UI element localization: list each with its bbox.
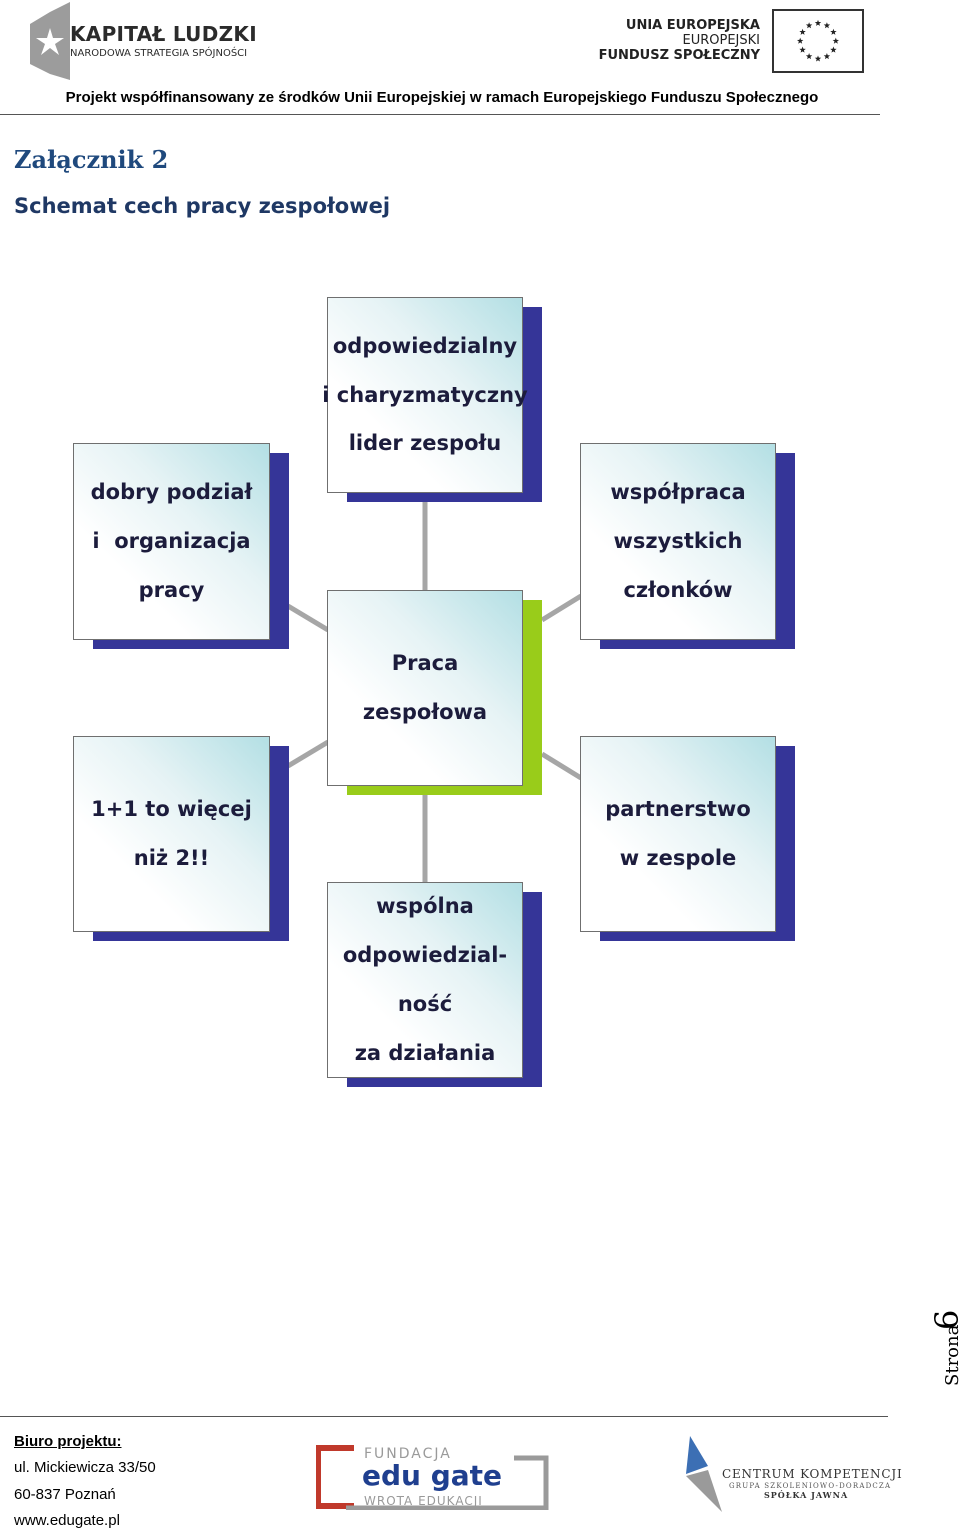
edugate-name: edu gate xyxy=(362,1459,503,1492)
office-website: www.edugate.pl xyxy=(14,1512,120,1529)
node-bottom-right: partnerstwo w zespole xyxy=(580,736,776,932)
eu-fund-label: UNIA EUROPEJSKA EUROPEJSKI FUNDUSZ SPOŁE… xyxy=(599,18,760,63)
centrum-kompetencji-sub2: SPÓŁKA JAWNA xyxy=(764,1490,849,1500)
node-center: Praca zespołowa xyxy=(327,590,523,786)
attachment-subtitle: Schemat cech pracy zespołowej xyxy=(14,194,391,218)
node-center-line-1: Praca xyxy=(391,651,459,676)
office-street: ul. Mickiewicza 33/50 xyxy=(14,1459,156,1476)
kapital-ludzki-logo xyxy=(30,2,70,80)
node-bottom-left-line-2: niż 2!! xyxy=(133,846,210,870)
office-label: Biuro projektu: xyxy=(14,1433,122,1450)
header-divider xyxy=(0,114,880,115)
eu-star-icon xyxy=(832,37,840,44)
node-top-left-line-3: pracy xyxy=(138,577,205,602)
node-bottom-line-4: za działania xyxy=(354,1040,496,1065)
centrum-kompetencji-emblem-icon xyxy=(686,1436,722,1512)
node-bottom-left: 1+1 to więcej niż 2!! xyxy=(73,736,270,932)
eu-star-icon xyxy=(814,19,822,26)
node-top-left-line-1: dobry podział xyxy=(90,480,253,505)
kapital-ludzki-subtitle: NARODOWA STRATEGIA SPÓJNOŚCI xyxy=(70,48,248,59)
node-bottom-line-1: wspólna xyxy=(376,894,474,919)
node-top-left-line-2: i organizacja xyxy=(92,529,251,554)
node-top-left: dobry podział i organizacja pracy xyxy=(73,443,270,640)
eu-star-icon xyxy=(796,37,804,44)
node-bottom-left-line-1: 1+1 to więcej xyxy=(91,797,252,822)
node-top-line-2: i charyzmatyczny xyxy=(322,382,528,407)
eu-star-icon xyxy=(814,55,822,62)
edugate-fundacja: FUNDACJA xyxy=(364,1446,452,1462)
node-center-line-2: zespołowa xyxy=(362,700,488,724)
eu-star-icon xyxy=(830,46,837,53)
eu-star-icon xyxy=(799,28,806,35)
attachment-title: Załącznik 2 xyxy=(14,145,169,174)
node-top-right: współpraca wszystkich członków xyxy=(580,443,776,640)
node-top-line-1: odpowiedzialny xyxy=(332,333,518,358)
page-number: Strona 6 xyxy=(928,1310,960,1386)
connector-bottom-left xyxy=(286,739,330,769)
eu-fund-line3: FUNDUSZ SPOŁECZNY xyxy=(598,48,760,63)
connector-top-right xyxy=(540,593,583,623)
centrum-kompetencji-name: CENTRUM KOMPETENCJI xyxy=(722,1467,903,1481)
eu-star-icon xyxy=(823,22,831,29)
project-cofinance-note: Projekt współfinansowany ze środków Unii… xyxy=(65,89,819,106)
eu-star-icon xyxy=(805,53,813,60)
eu-star-icon xyxy=(799,46,806,53)
eu-fund-line2: EUROPEJSKI xyxy=(682,33,761,48)
connector-bottom-right xyxy=(540,751,583,781)
node-top-right-line-3: członków xyxy=(623,577,733,602)
edugate-tagline: WROTA EDUKACJI xyxy=(364,1494,483,1508)
eu-star-icon xyxy=(805,22,813,29)
node-bottom-line-2: odpowiedzial- xyxy=(342,943,508,968)
edugate-logo xyxy=(316,1445,549,1510)
node-bottom: wspólna odpowiedzial- ność za działania xyxy=(327,882,523,1078)
node-bottom-line-3: ność xyxy=(397,992,453,1016)
node-bottom-right-line-2: w zespole xyxy=(619,846,737,870)
eu-fund-line1: UNIA EUROPEJSKA xyxy=(625,18,760,33)
node-top-line-3: lider zespołu xyxy=(348,431,502,456)
node-top-right-line-2: wszystkich xyxy=(613,529,743,554)
kapital-ludzki-title: KAPITAŁ LUDZKI xyxy=(70,22,257,46)
node-bottom-right-line-1: partnerstwo xyxy=(605,797,751,822)
edugate-bracket-right-icon xyxy=(346,1455,549,1510)
office-city: 60-837 Poznań xyxy=(14,1486,116,1503)
page-number-label: Strona xyxy=(942,1324,960,1386)
page-number-value: 6 xyxy=(928,1310,960,1330)
node-top-right-line-1: współpraca xyxy=(610,480,746,505)
eu-star-icon xyxy=(823,53,831,60)
eu-star-icon xyxy=(830,28,837,35)
footer-divider xyxy=(0,1416,888,1417)
eu-flag-icon xyxy=(772,9,864,73)
connector-top-left xyxy=(286,603,330,633)
edugate-bracket-left-icon xyxy=(316,1445,354,1509)
centrum-kompetencji-sub1: GRUPA SZKOLENIOWO-DORADCZA xyxy=(729,1482,892,1490)
node-top: odpowiedzialny i charyzmatyczny lider ze… xyxy=(322,297,528,493)
